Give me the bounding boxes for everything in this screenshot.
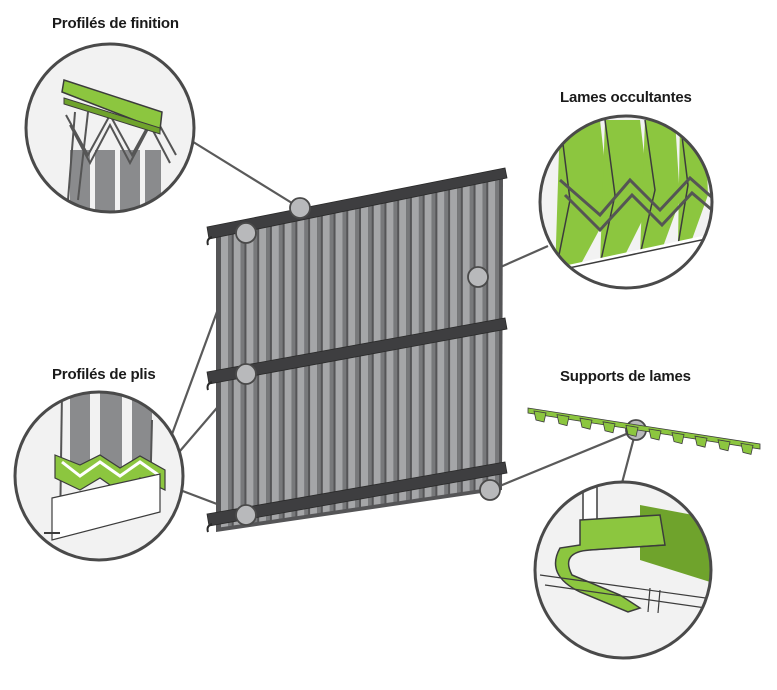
callout-dot-bottom-right xyxy=(479,479,501,501)
slat-face xyxy=(399,196,407,502)
slat-face xyxy=(488,177,496,489)
slat-face xyxy=(424,190,432,498)
callout-dot-top-left xyxy=(235,222,257,244)
support-tooth xyxy=(556,414,570,427)
support-tooth xyxy=(533,410,547,423)
callout-dot-bottom-left xyxy=(235,504,257,526)
label-slat-supports: Supports de lames xyxy=(560,368,691,385)
panel-rails xyxy=(206,167,508,527)
slat-face xyxy=(475,180,483,491)
callout-dot-mid-left xyxy=(235,363,257,385)
support-strip xyxy=(527,407,761,455)
support-tooth xyxy=(740,442,754,455)
detail-finishing-profiles xyxy=(24,42,196,214)
support-tooth xyxy=(717,439,731,452)
support-tooth xyxy=(625,424,639,437)
callout-dot-top xyxy=(289,197,311,219)
slat-side xyxy=(406,195,410,501)
rail-hooks xyxy=(206,236,213,533)
slat-side xyxy=(469,182,474,491)
detail-pleat-profiles xyxy=(13,390,185,562)
slat-side xyxy=(393,198,398,503)
slat-side xyxy=(495,176,499,488)
slat-side xyxy=(444,187,449,495)
slat-face xyxy=(437,188,445,496)
support-teeth xyxy=(533,410,754,455)
label-pleat-profiles: Profilés de plis xyxy=(52,366,156,383)
label-privacy-slats: Lames occultantes xyxy=(560,89,692,106)
slat-side xyxy=(418,192,423,499)
support-tooth xyxy=(671,432,685,445)
fence-panel xyxy=(206,167,508,533)
slat-side xyxy=(482,179,487,489)
slat-side xyxy=(431,190,436,497)
support-tooth xyxy=(579,417,593,430)
slat-face xyxy=(450,185,458,494)
slat-face xyxy=(462,182,470,492)
support-tooth xyxy=(648,428,662,441)
slat-side xyxy=(457,184,461,493)
label-finishing-profiles: Profilés de finition xyxy=(52,15,179,32)
support-tooth xyxy=(602,421,616,434)
slat-face xyxy=(411,193,419,500)
detail-privacy-slats xyxy=(538,114,714,290)
support-tooth xyxy=(694,435,708,448)
callout-dots xyxy=(235,197,647,526)
detail-slat-supports xyxy=(533,480,713,660)
callout-dot-right xyxy=(467,266,489,288)
